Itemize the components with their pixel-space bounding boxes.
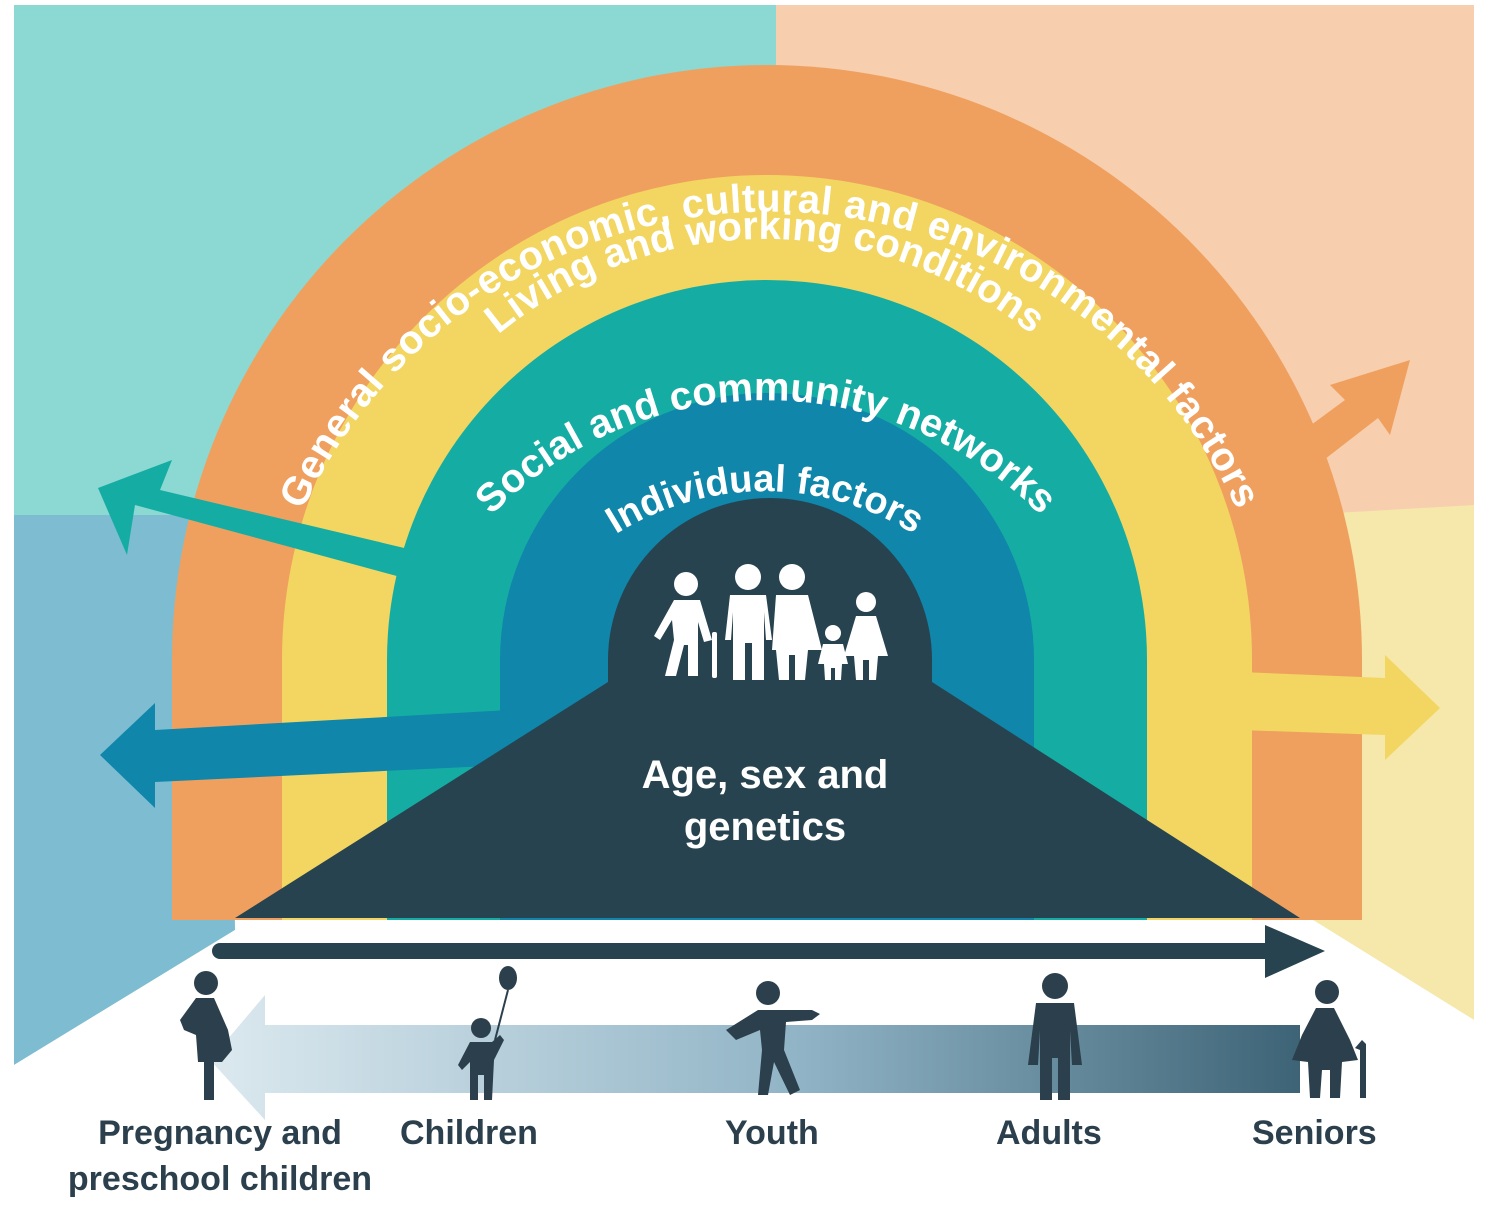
life-stage-label-pregnancy: Pregnancy and preschool children [40,1110,400,1202]
pregnant-woman-icon [180,971,232,1100]
center-label-line2: genetics [684,805,846,849]
life-stage-label-youth: Youth [725,1114,819,1152]
life-stage-label-children: Children [400,1114,538,1152]
senior-with-cane-icon [1292,980,1366,1098]
center-label-line1: Age, sex and [642,753,889,797]
life-stage-label-pregnancy-line2: preschool children [67,1160,373,1198]
blue-arrow [100,703,510,808]
yellow-arrow [1240,655,1440,760]
running-youth-icon [726,981,820,1095]
adult-icon [1028,973,1082,1100]
life-stage-label-pregnancy-line1: Pregnancy and [98,1114,342,1152]
center-shape [235,498,1300,918]
timeline-arrow [212,925,1325,978]
child-with-balloon-icon [458,966,517,1100]
life-stage-label-adults: Adults [996,1114,1102,1152]
life-stage-label-seniors: Seniors [1252,1114,1377,1152]
family-icon [654,564,888,680]
teal-arrow [98,460,455,585]
